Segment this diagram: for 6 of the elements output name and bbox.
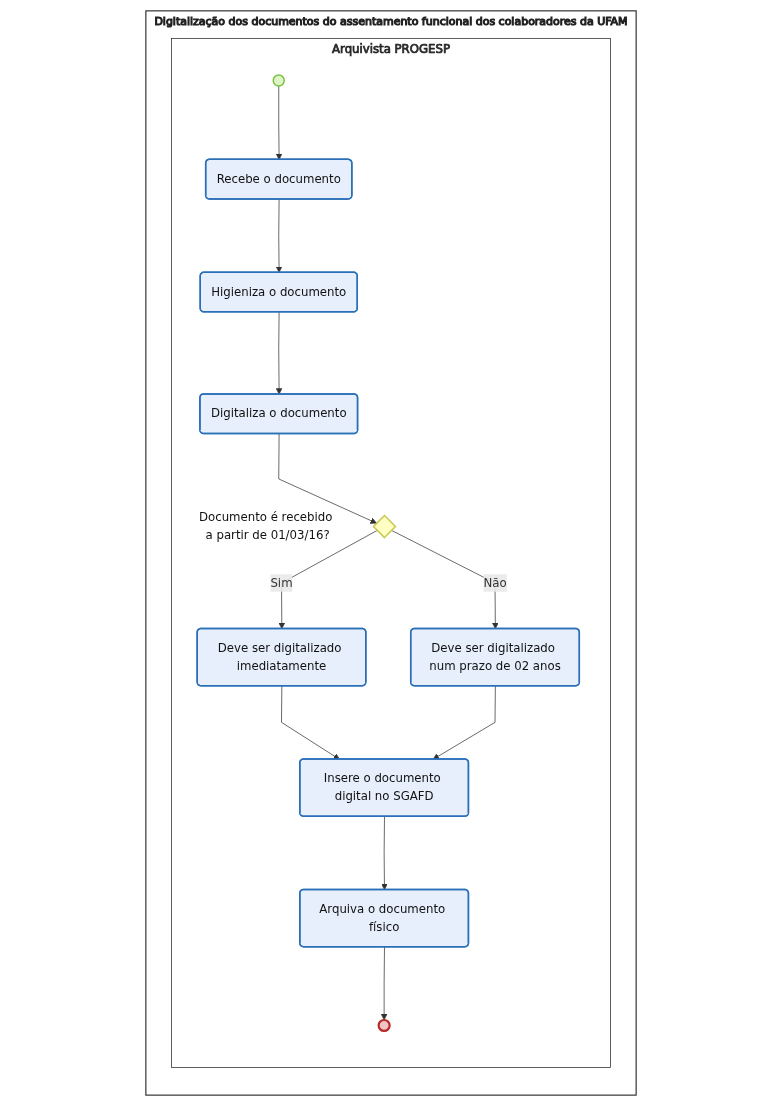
edge-label: Não xyxy=(482,575,507,590)
node-diamond xyxy=(371,514,397,539)
node-circle xyxy=(272,74,285,87)
node-circle xyxy=(377,1018,391,1033)
edge-label: Sim xyxy=(269,575,293,590)
node-label: Documento é recebido a partir de 01/03/16? xyxy=(198,510,332,542)
